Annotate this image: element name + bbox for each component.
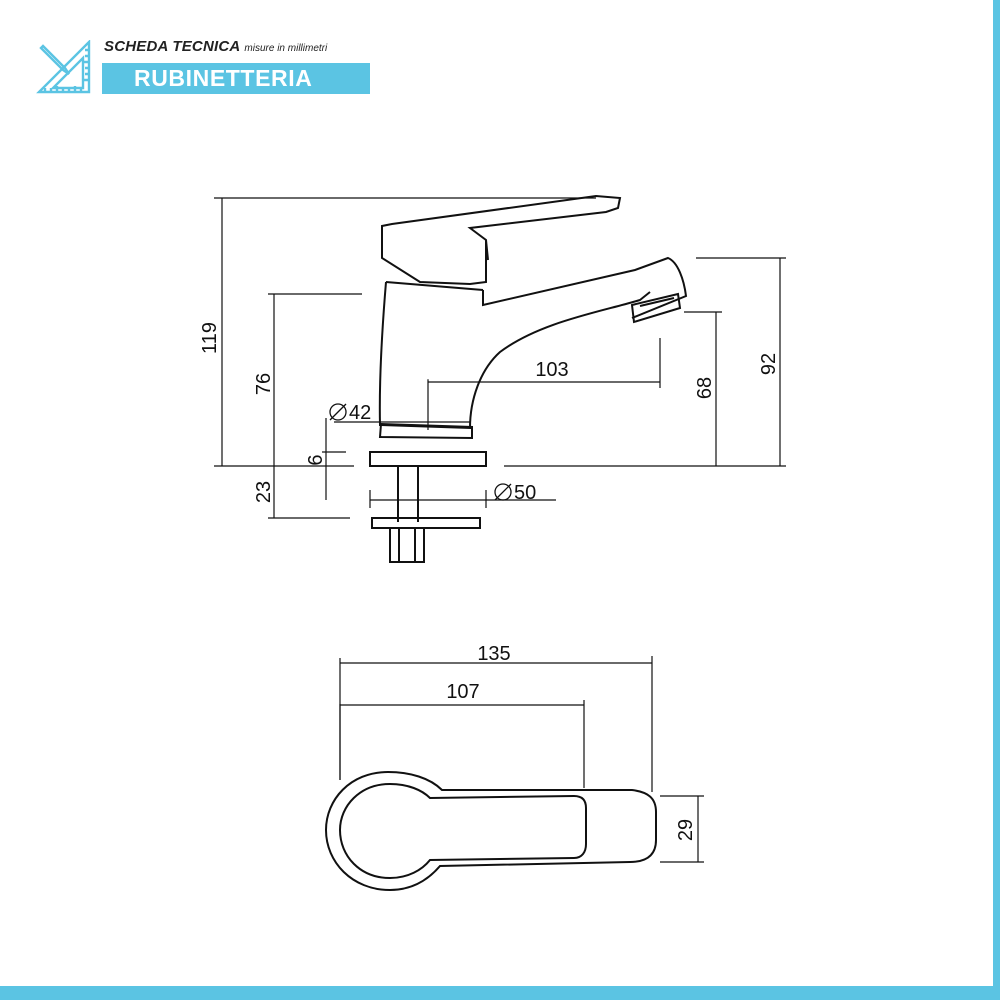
category-banner: RUBINETTERIA [102,63,370,94]
diameter-42-label: 42 [329,402,371,424]
side-view [369,194,688,563]
dim-spout-reach: 103 [535,359,568,381]
dim-lever-grip-length: 107 [446,681,479,703]
base-plate [369,451,487,467]
top-view-dimensions [339,656,704,863]
dim-height-body: 76 [253,373,275,395]
faucet-body [378,281,651,430]
faucet-lever [381,194,622,286]
units-note: misure in millimetri [244,43,328,54]
body-top [385,281,484,291]
dim-height-total: 119 [199,322,221,354]
lever-outline-inner [338,782,587,880]
top-view [324,770,657,892]
lever-outline-outer [324,770,657,892]
frame-border-right [993,0,1000,1000]
dim-base-thickness: 6 [305,454,327,465]
side-view-dimensions [214,197,786,519]
fixing-plate [371,517,481,529]
aerator [630,292,682,324]
dim-base-diameter: 50 [514,482,536,504]
dim-body-diameter: 42 [349,402,371,424]
body-collar [378,422,473,440]
diameter-50-label: 50 [494,482,536,504]
faucet-spout [482,256,688,319]
title-text: SCHEDA TECNICA [104,38,241,55]
threaded-shank [397,466,419,522]
dim-lever-height: 92 [758,353,780,375]
dim-below-base: 23 [253,481,275,503]
ruler-pencil-icon [36,40,91,94]
dim-lever-length: 135 [477,643,510,665]
dim-lever-width: 29 [675,819,697,841]
fixing-nut [389,528,425,563]
frame-border-bottom [0,986,1000,1000]
dim-spout-height: 68 [694,377,716,399]
